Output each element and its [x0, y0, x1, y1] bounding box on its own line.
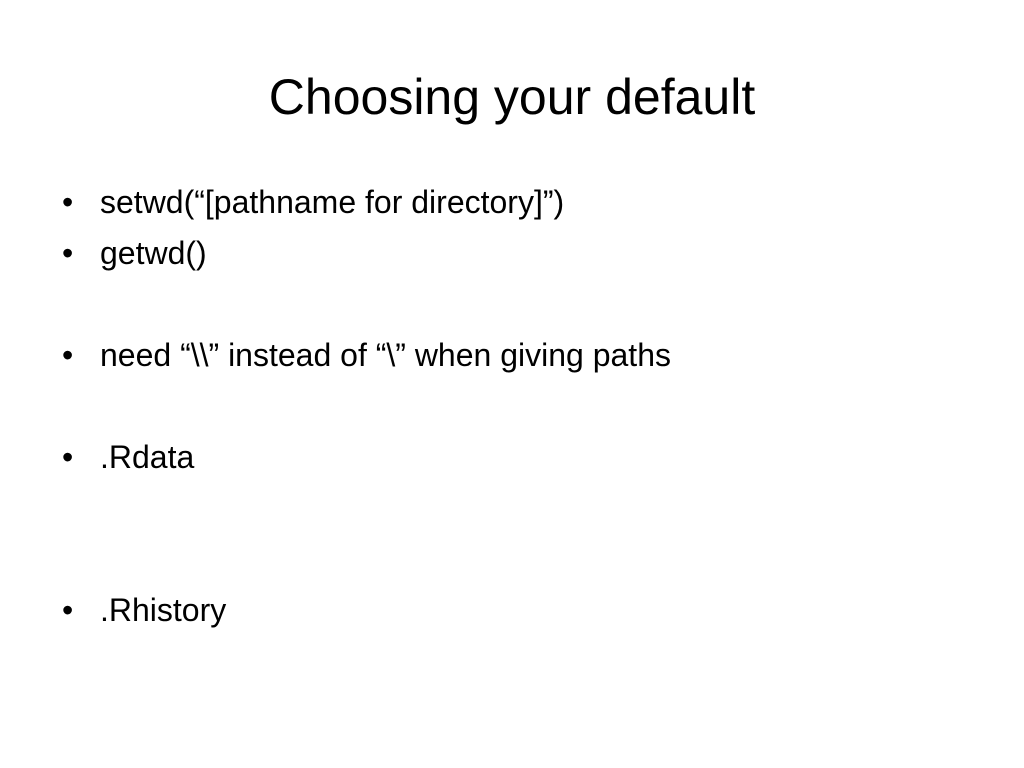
- bullet-item-getwd: • getwd(): [62, 228, 962, 279]
- blank-line: [62, 279, 962, 330]
- bullet-icon: •: [62, 235, 74, 271]
- bullet-icon: •: [62, 184, 74, 220]
- bullet-icon: •: [62, 592, 74, 628]
- bullet-list: • setwd(“[pathname for directory]”) • ge…: [62, 177, 962, 636]
- bullet-item-rdata: • .Rdata: [62, 432, 962, 483]
- bullet-icon: •: [62, 337, 74, 373]
- bullet-text: .Rdata: [100, 439, 195, 475]
- blank-line: [62, 381, 962, 432]
- bullet-item-rhistory: • .Rhistory: [62, 585, 962, 636]
- bullet-text: getwd(): [100, 235, 207, 271]
- bullet-icon: •: [62, 439, 74, 475]
- blank-line: [62, 483, 962, 585]
- bullet-item-setwd: • setwd(“[pathname for directory]”): [62, 177, 962, 228]
- slide-title: Choosing your default: [268, 69, 756, 125]
- bullet-text: .Rhistory: [100, 592, 227, 628]
- bullet-item-paths: • need “\\” instead of “\” when giving p…: [62, 330, 962, 381]
- bullet-text: need “\\” instead of “\” when giving pat…: [100, 337, 671, 373]
- bullet-text: setwd(“[pathname for directory]”): [100, 184, 565, 220]
